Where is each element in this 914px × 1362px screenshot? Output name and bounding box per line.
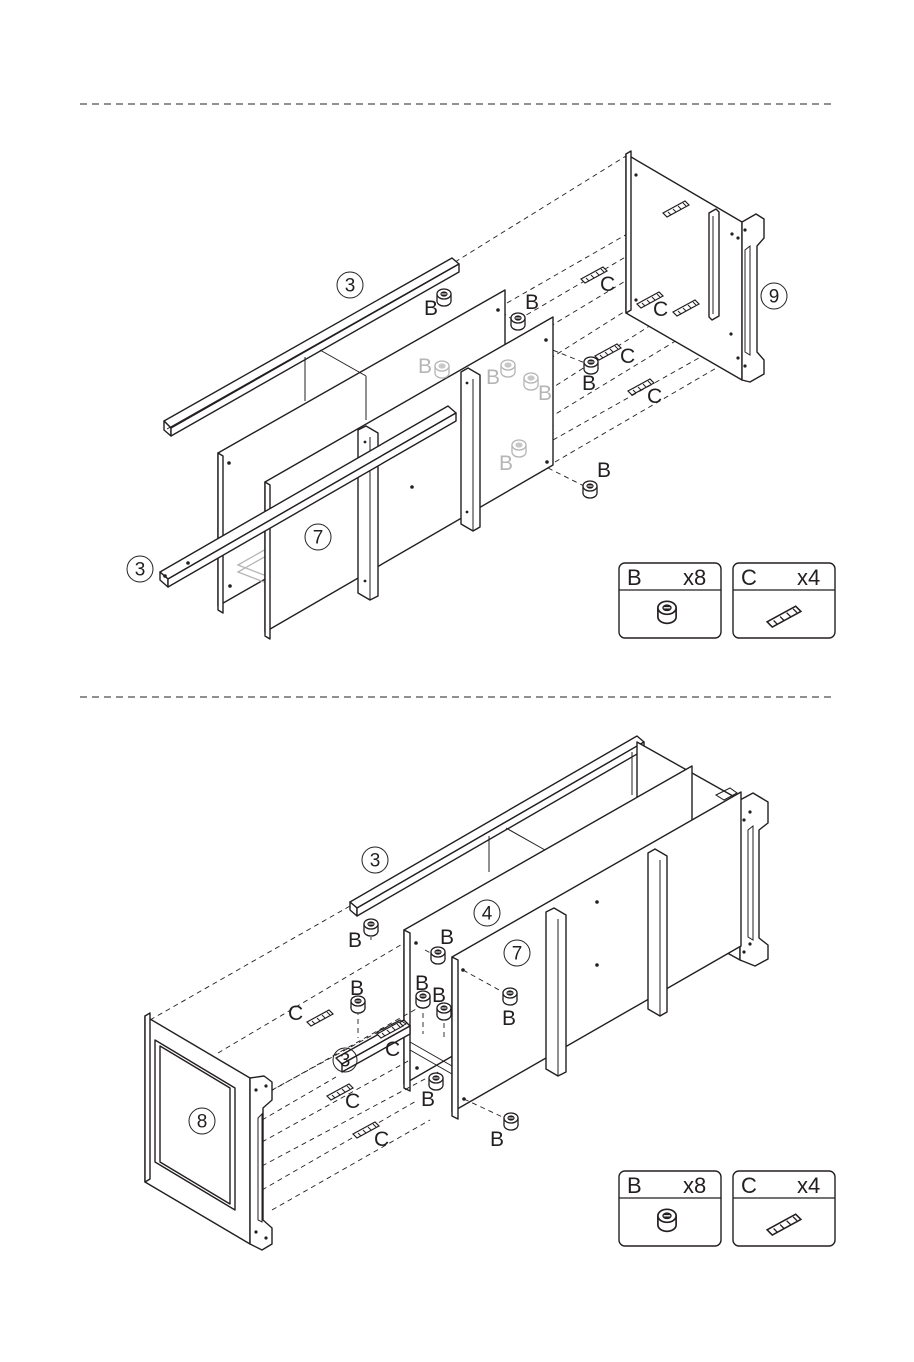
step2-legend-cam: B x8 [619, 1171, 721, 1246]
step2-side-door [145, 1013, 272, 1250]
step2-legend-dowel: C x4 [733, 1171, 835, 1246]
label-b: B [502, 1007, 516, 1030]
label-c: C [288, 1002, 303, 1025]
label-b: B [490, 1128, 504, 1151]
label-b: B [415, 972, 429, 995]
label-c: C [647, 385, 662, 408]
label-b: B [348, 929, 362, 952]
legend-quantity: x8 [683, 1173, 706, 1198]
label-b: B [421, 1088, 435, 1111]
legend-letter: B [627, 1173, 642, 1198]
legend-letter: C [741, 1173, 757, 1198]
label-b: B [440, 926, 454, 949]
label-b: B [525, 291, 539, 314]
step2-part-number-top-rail: 3 [362, 847, 388, 873]
label-c: C [620, 345, 635, 368]
label-b-ghost: B [418, 355, 432, 378]
legend-quantity: x4 [797, 1173, 820, 1198]
label-b-ghost: B [499, 452, 513, 475]
svg-text:3: 3 [370, 851, 381, 872]
svg-text:3: 3 [345, 276, 356, 297]
step1-legend-dowel: C x4 [733, 563, 835, 638]
label-c: C [345, 1090, 360, 1113]
label-b: B [424, 297, 438, 320]
label-b: B [350, 977, 364, 1000]
label-b-ghost: B [538, 382, 552, 405]
step1-part-number-bottom-rail: 3 [127, 556, 153, 582]
svg-text:9: 9 [769, 287, 780, 308]
label-b: B [432, 984, 446, 1007]
svg-text:8: 8 [197, 1112, 208, 1133]
step2-group: B B B B B B B B C C C C 3 4 7 3 [145, 736, 835, 1250]
label-c: C [653, 298, 668, 321]
svg-text:7: 7 [512, 944, 523, 965]
legend-letter: B [627, 565, 642, 590]
legend-quantity: x8 [683, 565, 706, 590]
step1-group: B B B B B B B B C C C C 3 9 7 3 [127, 151, 835, 639]
label-b: B [582, 372, 596, 395]
step1-part-number-side-panel: 9 [761, 283, 787, 309]
cam-lock-icon [658, 1209, 676, 1231]
label-c: C [385, 1038, 400, 1061]
cam-lock-icon [658, 601, 676, 623]
step2-dowels [307, 1010, 403, 1138]
label-b: B [597, 459, 611, 482]
step1-legend-cam: B x8 [619, 563, 721, 638]
label-c: C [374, 1128, 389, 1151]
label-c: C [600, 273, 615, 296]
legend-letter: C [741, 565, 757, 590]
step1-part-number-top-rail: 3 [337, 272, 363, 298]
svg-text:3: 3 [340, 1051, 351, 1072]
legend-quantity: x4 [797, 565, 820, 590]
svg-text:3: 3 [135, 560, 146, 581]
label-b-ghost: B [486, 366, 500, 389]
svg-text:4: 4 [482, 904, 493, 925]
step1-side-panel [626, 151, 764, 382]
svg-text:7: 7 [313, 528, 324, 549]
